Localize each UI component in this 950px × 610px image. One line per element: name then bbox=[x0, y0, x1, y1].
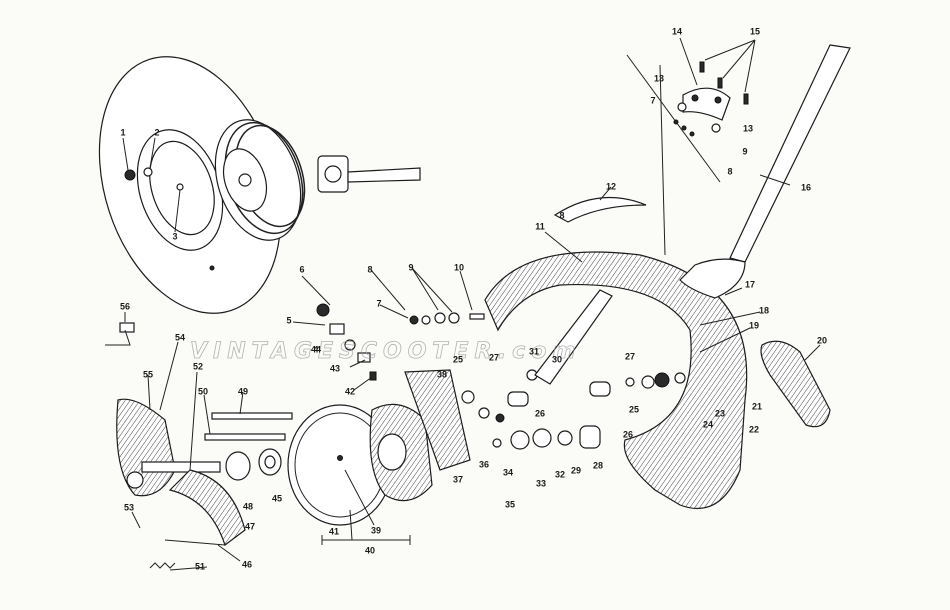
callout-26b: 26 bbox=[623, 429, 633, 439]
callout-29: 29 bbox=[571, 465, 581, 475]
callout-35: 35 bbox=[505, 499, 515, 509]
callout-42: 42 bbox=[345, 386, 355, 396]
callout-20: 20 bbox=[817, 335, 827, 345]
callout-56: 56 bbox=[120, 301, 130, 311]
mudguard-trim bbox=[553, 196, 647, 223]
brake-backplate bbox=[116, 398, 221, 497]
callout-32: 32 bbox=[555, 469, 565, 479]
front-mudguard bbox=[484, 251, 748, 509]
callout-1: 1 bbox=[120, 127, 125, 137]
callout-27a: 27 bbox=[489, 352, 499, 362]
watermark: VINTAGESCOOTER.com bbox=[190, 339, 581, 364]
callout-labels: 1 2 3 4 5 6 7 7 8 8 8 9 9 10 11 12 13 13… bbox=[120, 26, 827, 571]
callout-13b: 13 bbox=[743, 123, 753, 133]
callout-2: 2 bbox=[154, 127, 159, 137]
callout-16: 16 bbox=[801, 182, 811, 192]
callout-24: 24 bbox=[703, 419, 713, 429]
callout-45: 45 bbox=[272, 493, 282, 503]
callout-15: 15 bbox=[750, 26, 760, 36]
suspension-arm bbox=[534, 289, 613, 385]
callout-36: 36 bbox=[479, 459, 489, 469]
callout-52: 52 bbox=[193, 361, 203, 371]
callout-13a: 13 bbox=[654, 73, 664, 83]
callout-11: 11 bbox=[535, 221, 545, 231]
callout-50: 50 bbox=[198, 386, 208, 396]
callout-10: 10 bbox=[454, 262, 464, 272]
bearing-rings bbox=[225, 448, 282, 481]
callout-46: 46 bbox=[242, 559, 252, 569]
callout-49: 49 bbox=[238, 386, 248, 396]
callout-6: 6 bbox=[299, 264, 304, 274]
callout-25b: 25 bbox=[629, 404, 639, 414]
callout-14: 14 bbox=[672, 26, 682, 36]
callout-27b: 27 bbox=[625, 351, 635, 361]
leader-lines bbox=[105, 37, 821, 571]
callout-39: 39 bbox=[371, 525, 381, 535]
callout-17: 17 bbox=[745, 279, 755, 289]
callout-26a: 26 bbox=[535, 408, 545, 418]
callout-54: 54 bbox=[175, 332, 185, 342]
brake-shoe bbox=[164, 469, 246, 546]
callout-8c: 8 bbox=[727, 166, 732, 176]
callout-3: 3 bbox=[172, 231, 177, 241]
callout-43: 43 bbox=[330, 363, 340, 373]
brake-drum bbox=[214, 119, 306, 241]
callout-40: 40 bbox=[365, 545, 375, 555]
hub-casting bbox=[369, 369, 471, 502]
callout-38: 38 bbox=[437, 369, 447, 379]
callout-8a: 8 bbox=[367, 264, 372, 274]
callout-44: 44 bbox=[311, 344, 321, 354]
wheel-rim bbox=[124, 140, 215, 271]
spindle-pins bbox=[119, 322, 293, 441]
shock-cover bbox=[760, 340, 831, 428]
axle-small-parts bbox=[316, 303, 485, 381]
wheel-hub-axle bbox=[317, 155, 421, 193]
callout-8b: 8 bbox=[559, 210, 564, 220]
callout-4: 4 bbox=[313, 344, 318, 354]
callout-28: 28 bbox=[593, 460, 603, 470]
callout-7b: 7 bbox=[650, 95, 655, 105]
callout-5: 5 bbox=[286, 315, 291, 325]
callout-18: 18 bbox=[759, 305, 769, 315]
callout-23: 23 bbox=[715, 408, 725, 418]
callout-21: 21 bbox=[752, 401, 762, 411]
brake-spring bbox=[149, 562, 176, 569]
callout-7a: 7 bbox=[376, 298, 381, 308]
callout-30: 30 bbox=[552, 354, 562, 364]
callout-12: 12 bbox=[606, 181, 616, 191]
callout-19: 19 bbox=[749, 320, 759, 330]
callout-55: 55 bbox=[143, 369, 153, 379]
callout-51: 51 bbox=[195, 561, 205, 571]
fork-bracket bbox=[673, 61, 749, 137]
callout-9b: 9 bbox=[742, 146, 747, 156]
callout-53: 53 bbox=[124, 502, 134, 512]
callout-25a: 25 bbox=[453, 354, 463, 364]
callout-31: 31 bbox=[529, 346, 539, 356]
callout-41: 41 bbox=[329, 526, 339, 536]
callout-9a: 9 bbox=[408, 262, 413, 272]
steering-column bbox=[679, 44, 851, 299]
callout-33: 33 bbox=[536, 478, 546, 488]
callout-34: 34 bbox=[503, 467, 513, 477]
callout-22: 22 bbox=[749, 424, 759, 434]
callout-47: 47 bbox=[245, 521, 255, 531]
callout-37: 37 bbox=[453, 474, 463, 484]
callout-48: 48 bbox=[243, 501, 253, 511]
